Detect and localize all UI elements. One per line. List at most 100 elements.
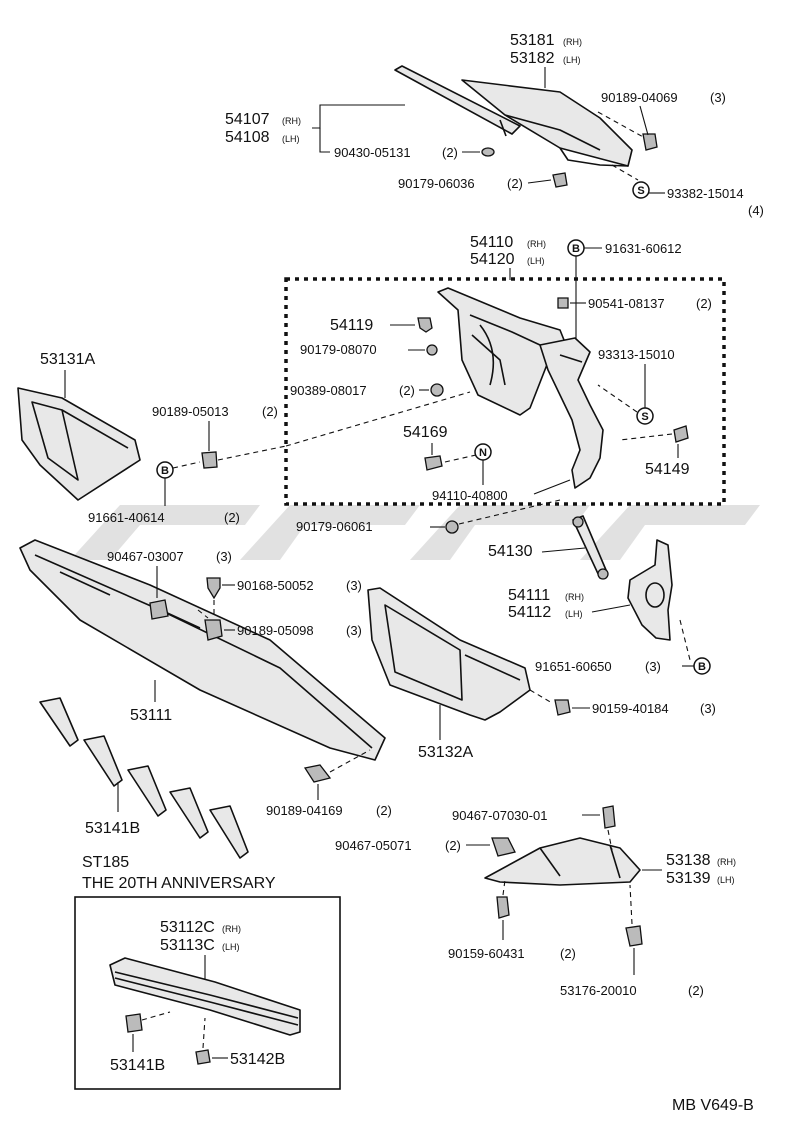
label-90430-05131-qty: (2): [442, 145, 458, 160]
label-90467-05071: 90467-05071: [335, 838, 412, 853]
clip-90189-04169: [303, 764, 332, 783]
label-54130: 54130: [488, 543, 533, 560]
part-53132a: [367, 587, 531, 721]
callout-b-top-text: B: [572, 243, 580, 255]
label-90189-04169: 90189-04169: [266, 803, 343, 818]
clip-90189-05098: [204, 619, 223, 641]
callout-s-mid-text: S: [641, 411, 648, 423]
part-54110-bracket: [437, 287, 604, 489]
label-90179-08070: 90179-08070: [300, 342, 377, 357]
label-53138-side: (RH): [717, 857, 736, 867]
watermark: [70, 505, 760, 560]
clip-90467-03007: [149, 599, 169, 620]
label-54107: 54107: [225, 111, 270, 128]
label-54111: 54111: [508, 587, 550, 604]
label-54120-side: (LH): [527, 256, 545, 266]
label-90189-05098-qty: (3): [346, 623, 362, 638]
label-93313-15010: 93313-15010: [598, 347, 675, 362]
label-54107-side: (RH): [282, 116, 301, 126]
label-90389-08017: 90389-08017: [290, 383, 367, 398]
diagram-code: MB V649-B: [672, 1097, 754, 1114]
label-90159-60431: 90159-60431: [448, 946, 525, 961]
label-91661-40614: 91661-40614: [88, 510, 165, 525]
label-90541-08137: 90541-08137: [588, 296, 665, 311]
label-90467-05071-qty: (2): [445, 838, 461, 853]
anniversary-box: [74, 896, 341, 1090]
label-90189-04069-qty: (3): [710, 90, 726, 105]
label-54119: 54119: [330, 317, 373, 334]
label-53141b-box: 53141B: [110, 1057, 165, 1074]
label-54120: 54120: [470, 251, 515, 268]
label-90467-07030-01: 90467-07030-01: [452, 808, 547, 823]
label-90430-05131: 90430-05131: [334, 145, 411, 160]
callout-s-top: [632, 181, 650, 199]
nut-90179-06036: [552, 172, 568, 188]
part-54107-strip: [394, 65, 521, 137]
label-90189-05013: 90189-05013: [152, 404, 229, 419]
part-53138-cover: [484, 837, 641, 886]
clip-90189-05013: [201, 451, 218, 469]
label-54111-side: (RH): [565, 592, 584, 602]
clip-90467-07030: [602, 805, 616, 829]
label-90179-06036-qty: (2): [507, 176, 523, 191]
label-53112c-side: (RH): [222, 924, 241, 934]
clip-53176-20010: [625, 925, 643, 947]
label-93382-15014-qty: (4): [748, 203, 764, 218]
part-53131a: [17, 387, 141, 501]
callout-b-right-text: B: [698, 661, 706, 673]
label-90467-03007-qty: (3): [216, 549, 232, 564]
label-53182-side: (LH): [563, 55, 581, 65]
label-54112: 54112: [508, 604, 551, 621]
bolt-54149: [673, 425, 689, 443]
bolt-54169: [424, 455, 443, 471]
label-53139-side: (LH): [717, 875, 735, 885]
clip-90430: [481, 147, 495, 157]
label-54169: 54169: [403, 424, 448, 441]
label-90159-60431-qty: (2): [560, 946, 576, 961]
label-93382-15014: 93382-15014: [667, 186, 744, 201]
label-54108: 54108: [225, 129, 270, 146]
label-90168-50052-qty: (3): [346, 578, 362, 593]
label-90189-05013-qty: (2): [262, 404, 278, 419]
nut-90541: [557, 297, 569, 309]
label-53181-side: (RH): [563, 37, 582, 47]
label-54110-side: (RH): [527, 239, 546, 249]
clip-53141b-box: [125, 1013, 143, 1033]
label-54149: 54149: [645, 461, 690, 478]
callout-n-text: N: [479, 447, 487, 459]
label-53113c: 53113C: [160, 937, 215, 954]
bolt-90159-40184: [554, 699, 571, 716]
label-53112c: 53112C: [160, 919, 215, 936]
label-st185: ST185: [82, 854, 129, 871]
callout-s-top-text: S: [637, 185, 644, 197]
label-90541-08137-qty: (2): [696, 296, 712, 311]
bolt-90168: [206, 577, 221, 600]
label-54112-side: (LH): [565, 609, 583, 619]
label-anniversary: THE 20TH ANNIVERSARY: [82, 875, 276, 892]
part-53141b-fins: [39, 697, 249, 859]
label-91651-60650: 91651-60650: [535, 659, 612, 674]
label-90189-05098: 90189-05098: [237, 623, 314, 638]
part-54130-stay: [572, 515, 609, 580]
label-53141b-top: 53141B: [85, 820, 140, 837]
label-91651-60650-qty: (3): [645, 659, 661, 674]
nut-90179-06061: [445, 520, 459, 534]
label-53131a: 53131A: [40, 351, 95, 368]
label-90179-06061: 90179-06061: [296, 519, 373, 534]
label-91661-40614-qty: (2): [224, 510, 240, 525]
label-90389-08017-qty: (2): [399, 383, 415, 398]
label-90168-50052: 90168-50052: [237, 578, 314, 593]
label-53182: 53182: [510, 50, 555, 67]
clip-53142b: [195, 1049, 211, 1065]
label-90189-04069: 90189-04069: [601, 90, 678, 105]
part-54111-bracket: [627, 539, 673, 641]
label-91631-60612: 91631-60612: [605, 241, 682, 256]
label-53113c-side: (LH): [222, 942, 240, 952]
label-90189-04169-qty: (2): [376, 803, 392, 818]
bolt-54119: [417, 317, 433, 333]
clip-90159-60431: [496, 896, 510, 919]
callout-s-mid: [636, 407, 654, 425]
label-53111: 53111: [130, 707, 172, 724]
